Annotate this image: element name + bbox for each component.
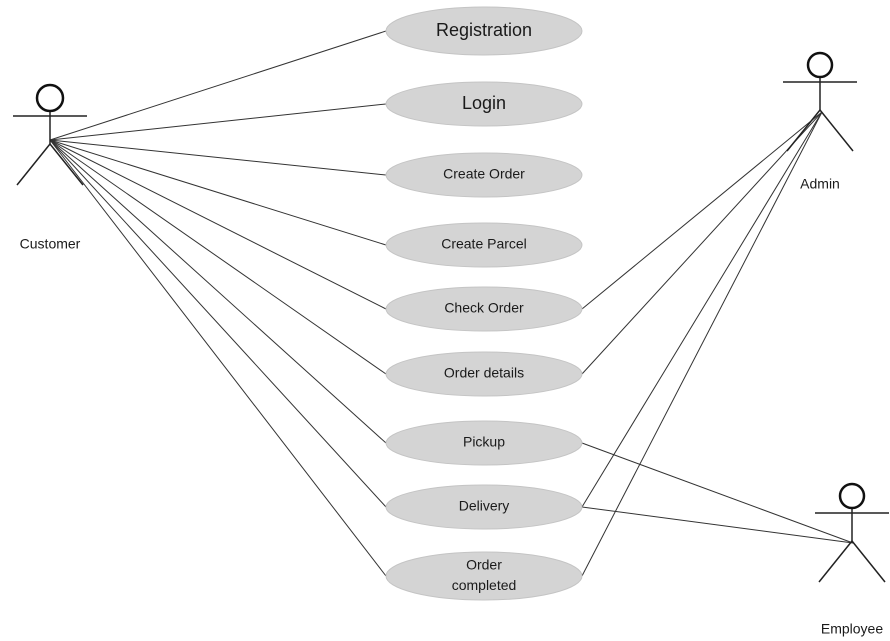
- use-case-ellipse: [385, 351, 583, 397]
- association-admin-order-details: [581, 111, 823, 375]
- use-case-label: Delivery: [459, 498, 510, 514]
- use-case-pickup: Pickup: [385, 420, 583, 466]
- use-case-ellipse: [385, 222, 583, 268]
- use-case-label: Order details: [444, 365, 524, 381]
- use-case-label: Order: [466, 557, 502, 573]
- association-customer-registration: [49, 30, 387, 141]
- association-admin-order-completed: [581, 111, 823, 577]
- actor-name: Employee: [821, 621, 883, 637]
- use-case-login: Login: [385, 81, 583, 127]
- association-customer-delivery: [49, 139, 387, 508]
- association-lines: [49, 30, 854, 577]
- actor-right-leg: [851, 540, 886, 583]
- association-customer-order-completed: [49, 139, 387, 577]
- association-customer-check-order: [49, 139, 387, 310]
- association-customer-create-parcel: [49, 139, 387, 246]
- use-case-create-order: Create Order: [385, 152, 583, 198]
- use-case-delivery: Delivery: [385, 484, 583, 530]
- use-case-order-completed: Order completed: [385, 551, 583, 601]
- actor-customer: Customer: [13, 83, 87, 252]
- use-case-label: Registration: [436, 20, 532, 40]
- association-customer-order-details: [49, 139, 387, 375]
- actor-head: [838, 482, 866, 510]
- use-case-ellipse: [385, 551, 583, 601]
- use-case-label: Login: [462, 93, 506, 113]
- use-case-ellipse: [385, 484, 583, 530]
- actor-left-leg: [786, 109, 821, 152]
- use-case-label: Pickup: [463, 434, 505, 450]
- association-admin-check-order: [581, 111, 823, 310]
- use-case-label: Create Parcel: [441, 236, 527, 252]
- use-case-ellipse: [385, 152, 583, 198]
- actor-admin: Admin: [783, 51, 857, 192]
- actor-right-leg: [819, 109, 854, 152]
- association-employee-delivery: [581, 506, 854, 544]
- use-case-ellipse: [385, 286, 583, 332]
- use-case-label: Create Order: [443, 166, 525, 182]
- use-case-order-details: Order details: [385, 351, 583, 397]
- actor-name: Admin: [800, 176, 840, 192]
- association-admin-delivery: [581, 111, 823, 508]
- association-customer-login: [49, 103, 387, 141]
- association-employee-pickup: [581, 442, 854, 544]
- association-customer-create-order: [49, 139, 387, 176]
- use-case-ellipse: [385, 420, 583, 466]
- actor-head: [806, 51, 834, 79]
- actor-employee: Employee: [815, 482, 889, 637]
- actor-left-leg: [818, 540, 853, 583]
- actor-left-leg: [16, 143, 51, 186]
- use-case-label: completed: [452, 577, 517, 593]
- actor-head: [35, 83, 65, 113]
- use-case-check-order: Check Order: [385, 286, 583, 332]
- use-case-label: Check Order: [444, 300, 524, 316]
- use-case-ellipse: [385, 6, 583, 56]
- use-case-ellipse: [385, 81, 583, 127]
- association-customer-pickup: [49, 139, 387, 444]
- actor-right-leg: [49, 143, 84, 186]
- use-case-registration: Registration: [385, 6, 583, 56]
- use-case-create-parcel: Create Parcel: [385, 222, 583, 268]
- actor-name: Customer: [20, 236, 81, 252]
